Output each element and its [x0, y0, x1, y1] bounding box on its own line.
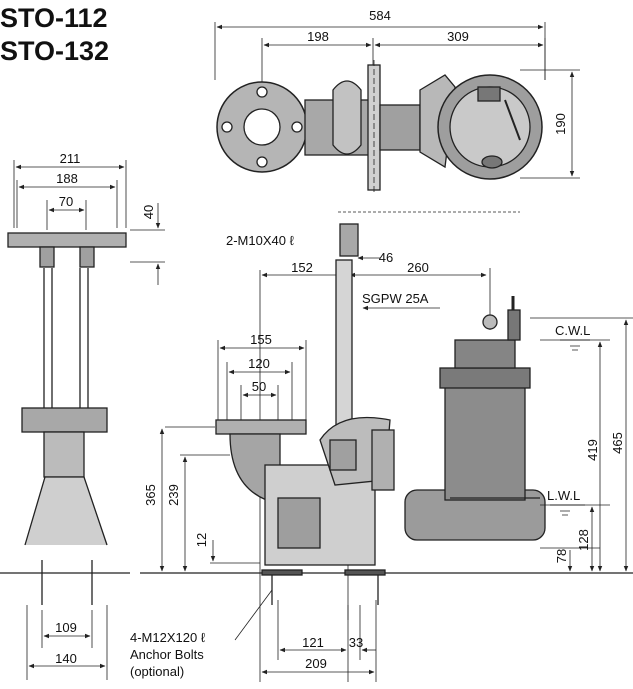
dim-33: 33	[349, 635, 363, 650]
dim-12: 12	[194, 533, 209, 547]
dim-190: 190	[553, 113, 568, 135]
annotation-labels: 2-M10X40 ℓ SGPW 25A C.W.L L.W.L 4-M12X12…	[130, 233, 590, 679]
label-anchor-optional: (optional)	[130, 664, 184, 679]
dim-120: 120	[248, 356, 270, 371]
dim-419: 419	[585, 439, 600, 461]
dim-70: 70	[59, 194, 73, 209]
dim-239: 239	[166, 484, 181, 506]
dim-260: 260	[407, 260, 429, 275]
top-view	[214, 22, 580, 195]
label-bolt-top: 2-M10X40 ℓ	[226, 233, 295, 248]
model-title-2: STO-132	[0, 36, 110, 66]
side-view	[0, 160, 165, 680]
label-lwl: L.W.L	[547, 488, 580, 503]
model-title-1: STO-112	[0, 3, 108, 33]
label-anchor-bolts: Anchor Bolts	[130, 647, 204, 662]
label-cwl: C.W.L	[555, 323, 590, 338]
label-anchor-spec: 4-M12X120 ℓ	[130, 630, 206, 645]
dim-188: 188	[56, 171, 78, 186]
label-pipe: SGPW 25A	[362, 291, 429, 306]
dimension-labels: 584 198 309 190 211 188 70 40 46 152 260…	[55, 8, 625, 671]
dim-198: 198	[307, 29, 329, 44]
dim-78: 78	[554, 549, 569, 563]
model-titles: STO-112 STO-132	[0, 2, 109, 68]
dim-584: 584	[369, 8, 391, 23]
dim-140: 140	[55, 651, 77, 666]
dim-211: 211	[60, 151, 81, 166]
dim-46: 46	[379, 250, 393, 265]
front-view	[140, 211, 633, 682]
dim-121: 121	[302, 635, 324, 650]
dim-155: 155	[250, 332, 272, 347]
dim-40: 40	[141, 205, 156, 219]
dim-365: 365	[143, 484, 158, 506]
dim-50: 50	[252, 379, 266, 394]
dim-465: 465	[610, 432, 625, 454]
dim-209: 209	[305, 656, 327, 671]
dim-309: 309	[447, 29, 469, 44]
dim-109: 109	[55, 620, 77, 635]
dim-128: 128	[576, 529, 591, 551]
dim-152: 152	[291, 260, 313, 275]
